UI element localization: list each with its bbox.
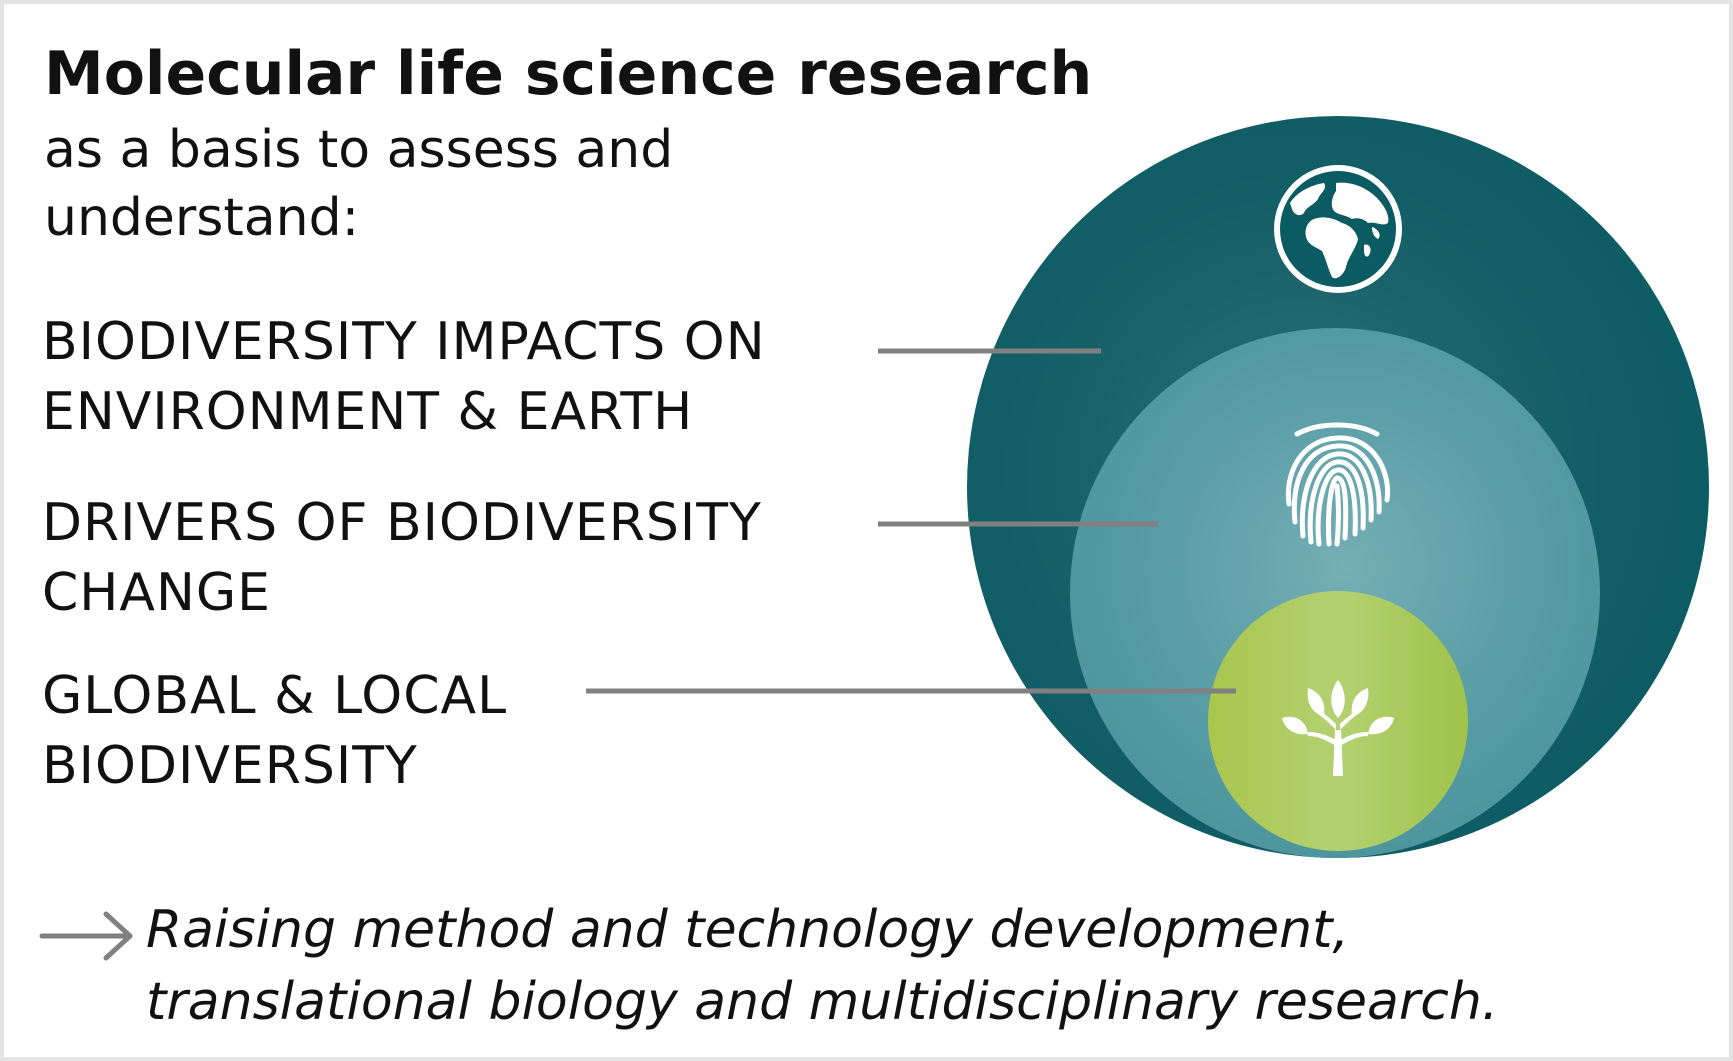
label-biodiversity-impacts-line-1: BIODIVERSITY IMPACTS ON <box>42 312 766 372</box>
subtitle-line-1: as a basis to assess and <box>44 120 674 180</box>
subtitle-line-2: understand: <box>44 188 360 248</box>
label-biodiversity-impacts: BIODIVERSITY IMPACTS ON ENVIRONMENT & EA… <box>42 307 766 447</box>
diagram-subtitle: as a basis to assess and understand: <box>44 116 673 252</box>
label-global-local-biodiversity-line-1: GLOBAL & LOCAL <box>42 666 508 726</box>
label-global-local-biodiversity: GLOBAL & LOCAL BIODIVERSITY <box>42 661 507 801</box>
fingerprint-icon <box>1285 422 1391 547</box>
inner-circle-biodiversity <box>1208 591 1468 851</box>
label-global-local-biodiversity-line-2: BIODIVERSITY <box>42 736 418 796</box>
diagram-title: Molecular life science research <box>44 39 1093 109</box>
footer-note: Raising method and technology developmen… <box>146 894 1498 1038</box>
label-biodiversity-impacts-line-2: ENVIRONMENT & EARTH <box>42 382 694 442</box>
footer-line-2: translational biology and multidisciplin… <box>146 972 1499 1032</box>
nested-circles-diagram <box>39 116 1709 961</box>
label-drivers-of-change-line-1: DRIVERS OF BIODIVERSITY <box>42 493 762 553</box>
tree-icon <box>1282 680 1394 776</box>
footer-line-1: Raising method and technology developmen… <box>146 900 1350 960</box>
globe-icon <box>1274 165 1402 293</box>
arrow-right-icon <box>39 911 133 961</box>
label-drivers-of-change: DRIVERS OF BIODIVERSITY CHANGE <box>42 488 762 628</box>
label-drivers-of-change-line-2: CHANGE <box>42 563 272 623</box>
